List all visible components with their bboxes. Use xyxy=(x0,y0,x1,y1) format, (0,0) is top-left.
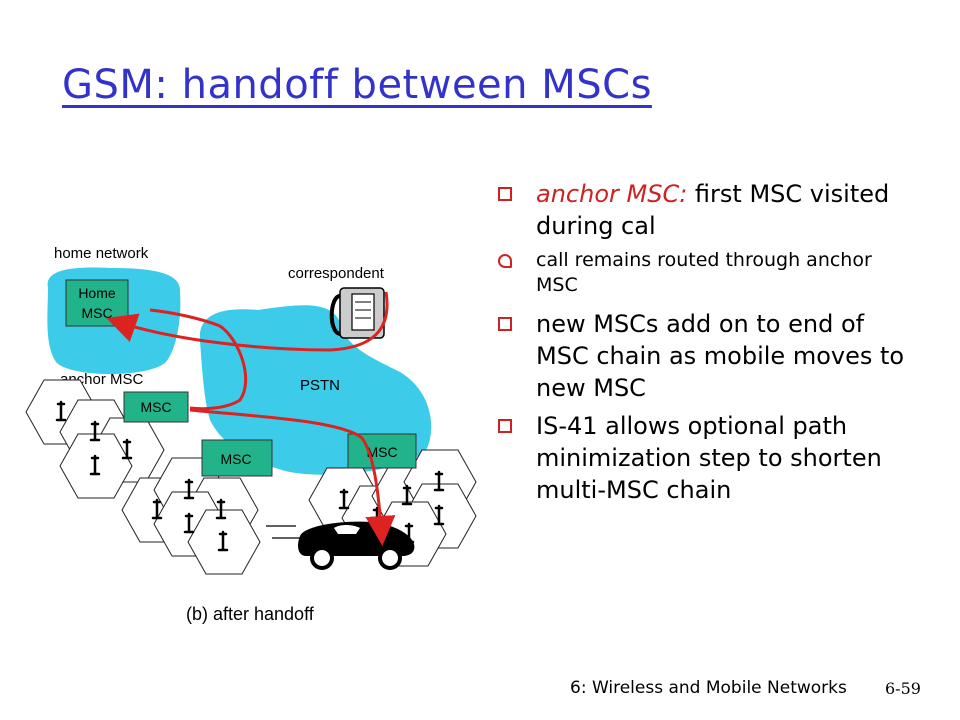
bullet-list: anchor MSC: first MSC visited during cal… xyxy=(498,178,918,512)
car-icon xyxy=(266,521,415,570)
home-msc-label-line2: MSC xyxy=(81,305,112,321)
sub-bullet-text: call remains routed through anchor MSC xyxy=(536,249,872,296)
slide-footer: 6: Wireless and Mobile Networks xyxy=(570,678,847,698)
anchor-msc-term: anchor MSC: xyxy=(536,180,688,208)
anchor-msc-box-label: MSC xyxy=(140,399,171,415)
pstn-label: PSTN xyxy=(300,377,340,394)
page-number: 6-59 xyxy=(885,679,921,698)
slide-title: GSM: handoff between MSCs xyxy=(62,62,652,108)
bullet-new-mscs-text: new MSCs add on to end of MSC chain as m… xyxy=(536,310,905,402)
anchor-msc-box xyxy=(123,391,189,423)
sub-bullet-call-routed: call remains routed through anchor MSC xyxy=(498,248,918,298)
bullet-is41-text: IS-41 allows optional path minimization … xyxy=(536,412,882,504)
home-network-label: home network xyxy=(54,245,149,262)
correspondent-label: correspondent xyxy=(288,265,385,282)
telephone-icon xyxy=(329,287,385,339)
middle-msc-box xyxy=(201,439,273,477)
home-msc-label-line1: Home xyxy=(78,285,116,301)
sub-bullet-marker-icon xyxy=(498,254,512,268)
diagram-caption: (b) after handoff xyxy=(186,604,315,624)
bullet-new-mscs: new MSCs add on to end of MSC chain as m… xyxy=(498,308,918,404)
bullet-marker-icon xyxy=(498,187,512,201)
bullet-anchor-msc: anchor MSC: first MSC visited during cal xyxy=(498,178,918,242)
call-route-path xyxy=(106,291,396,546)
bullet-marker-icon xyxy=(498,317,512,331)
right-msc-box-label: MSC xyxy=(366,444,397,460)
middle-msc-box-label: MSC xyxy=(220,451,251,467)
bullet-marker-icon xyxy=(498,419,512,433)
anchor-msc-definition: first MSC visited during cal xyxy=(536,180,890,240)
bullet-is41: IS-41 allows optional path minimization … xyxy=(498,410,918,506)
right-msc-box xyxy=(347,433,417,469)
